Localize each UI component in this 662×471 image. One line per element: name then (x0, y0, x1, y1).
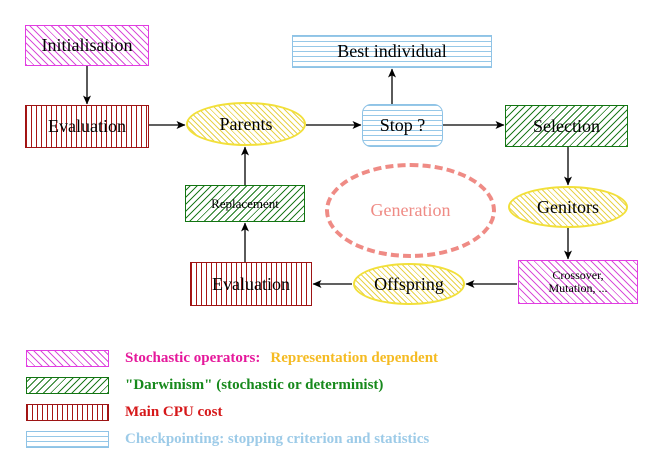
node-best-individual[interactable]: Best individual (292, 35, 492, 68)
node-label-crossover: Crossover, Mutation, ... (548, 268, 608, 295)
node-crossover[interactable]: Crossover, Mutation, ... (518, 260, 638, 304)
node-label-genitors: Genitors (537, 196, 599, 217)
node-label-replacement: Replacement (211, 195, 279, 211)
node-label-selection: Selection (533, 115, 600, 136)
legend-swatch-magenta-hatch (26, 350, 109, 367)
node-label-parents: Parents (219, 113, 273, 134)
legend-label-primary: Checkpointing: stopping criterion and st… (125, 431, 430, 447)
node-label-evaluation-bottom: Evaluation (212, 273, 290, 294)
legend-label: "Darwinism" (stochastic or determinist) (125, 377, 383, 394)
legend-label-primary: Main CPU cost (125, 404, 223, 420)
legend-row: Stochastic operators: Representation depe… (26, 345, 646, 372)
node-evaluation-top[interactable]: Evaluation (25, 105, 149, 148)
legend-swatch-green-hatch (26, 377, 109, 394)
node-label-offspring: Offspring (374, 273, 444, 294)
legend-label: Main CPU cost (125, 404, 223, 421)
node-parents[interactable]: Parents (186, 102, 306, 146)
node-label-stop: Stop ? (379, 115, 426, 136)
node-label-evaluation-top: Evaluation (48, 116, 126, 137)
legend-label: Stochastic operators: Representation depe… (125, 350, 438, 367)
legend: Stochastic operators: Representation depe… (26, 345, 646, 453)
generation-label: Generation (370, 200, 451, 220)
legend-label: Checkpointing: stopping criterion and st… (125, 431, 429, 448)
node-genitors[interactable]: Genitors (508, 186, 628, 228)
legend-row: "Darwinism" (stochastic or determinist) (26, 372, 646, 399)
legend-row: Checkpointing: stopping criterion and st… (26, 426, 646, 453)
node-label-best-individual: Best individual (337, 41, 447, 62)
legend-label-primary: "Darwinism" (stochastic or determinist) (125, 377, 384, 393)
node-selection[interactable]: Selection (505, 105, 628, 147)
node-replacement[interactable]: Replacement (185, 185, 305, 222)
legend-label-primary: Stochastic operators: (125, 350, 261, 366)
node-evaluation-bottom[interactable]: Evaluation (190, 262, 312, 306)
legend-swatch-red-hatch (26, 404, 109, 421)
node-initialisation[interactable]: Initialisation (25, 25, 149, 66)
node-stop[interactable]: Stop ? (362, 104, 443, 147)
legend-swatch-blue-hatch (26, 431, 109, 448)
legend-row: Main CPU cost (26, 399, 646, 426)
generation-marker: Generation (325, 163, 496, 258)
node-offspring[interactable]: Offspring (353, 263, 465, 305)
node-label-initialisation: Initialisation (41, 35, 133, 56)
legend-label-secondary: Representation dependent (270, 350, 439, 366)
